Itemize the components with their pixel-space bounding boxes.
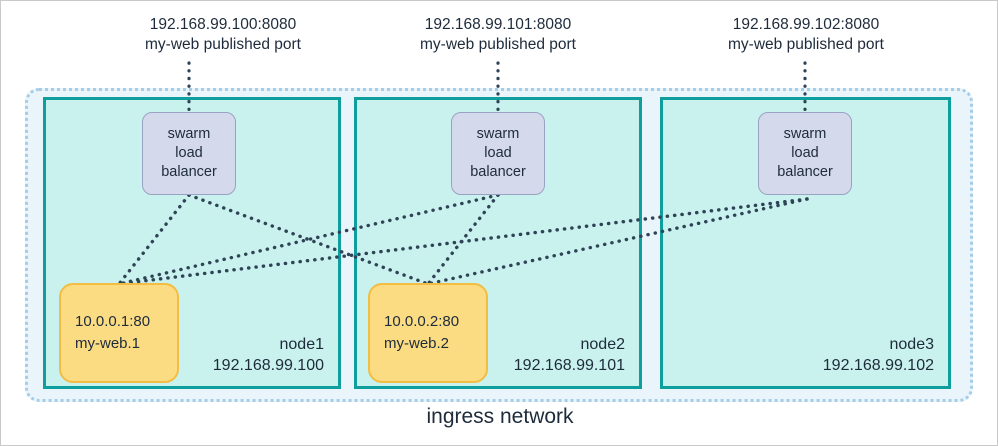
swarm-load-balancer-node2[interactable]: swarm load balancer	[451, 112, 545, 195]
node-name-node2: node2	[580, 336, 626, 353]
lb-label-line1-node1: swarm	[167, 126, 211, 142]
node-ip-node3: 192.168.99.102	[822, 357, 934, 374]
task-name-my-web-1: my-web.1	[75, 335, 141, 352]
published-port-description-node1: my-web published port	[145, 36, 301, 53]
lb-label-line2-node1: load	[175, 145, 203, 161]
node-caption-node3: node3 192.168.99.102	[823, 334, 934, 376]
lb-label-line1-node3: swarm	[783, 126, 827, 142]
published-port-label-node2: 192.168.99.101:8080 my-web published por…	[344, 15, 652, 55]
node-caption-node1: node1 192.168.99.100	[213, 334, 324, 376]
swarm-load-balancer-node3[interactable]: swarm load balancer	[758, 112, 852, 195]
ingress-network-label: ingress network	[426, 405, 574, 428]
swarm-load-balancer-node1[interactable]: swarm load balancer	[142, 112, 236, 195]
node-name-node1: node1	[279, 336, 325, 353]
node-ip-node2: 192.168.99.101	[513, 357, 625, 374]
published-port-label-node1: 192.168.99.100:8080 my-web published por…	[69, 15, 377, 55]
task-address-my-web-2: 10.0.0.2:80	[384, 313, 460, 330]
node-name-node3: node3	[889, 336, 935, 353]
published-port-description-node2: my-web published port	[420, 36, 576, 53]
lb-label-line1-node2: swarm	[476, 126, 520, 142]
node-ip-node1: 192.168.99.100	[212, 357, 324, 374]
lb-label-line3-node2: balancer	[470, 164, 526, 180]
task-name-my-web-2: my-web.2	[384, 335, 450, 352]
lb-label-line3-node1: balancer	[161, 164, 217, 180]
task-box-my-web-2[interactable]: 10.0.0.2:80 my-web.2	[368, 283, 488, 383]
published-port-address-node3: 192.168.99.102:8080	[732, 16, 880, 33]
lb-label-line2-node3: load	[791, 145, 819, 161]
published-port-address-node1: 192.168.99.100:8080	[149, 16, 297, 33]
published-port-description-node3: my-web published port	[728, 36, 884, 53]
published-port-address-node2: 192.168.99.101:8080	[424, 16, 572, 33]
published-port-label-node3: 192.168.99.102:8080 my-web published por…	[652, 15, 960, 55]
lb-label-line3-node3: balancer	[777, 164, 833, 180]
lb-label-line2-node2: load	[484, 145, 512, 161]
task-box-my-web-1[interactable]: 10.0.0.1:80 my-web.1	[59, 283, 179, 383]
node-caption-node2: node2 192.168.99.101	[514, 334, 625, 376]
task-address-my-web-1: 10.0.0.1:80	[75, 313, 151, 330]
